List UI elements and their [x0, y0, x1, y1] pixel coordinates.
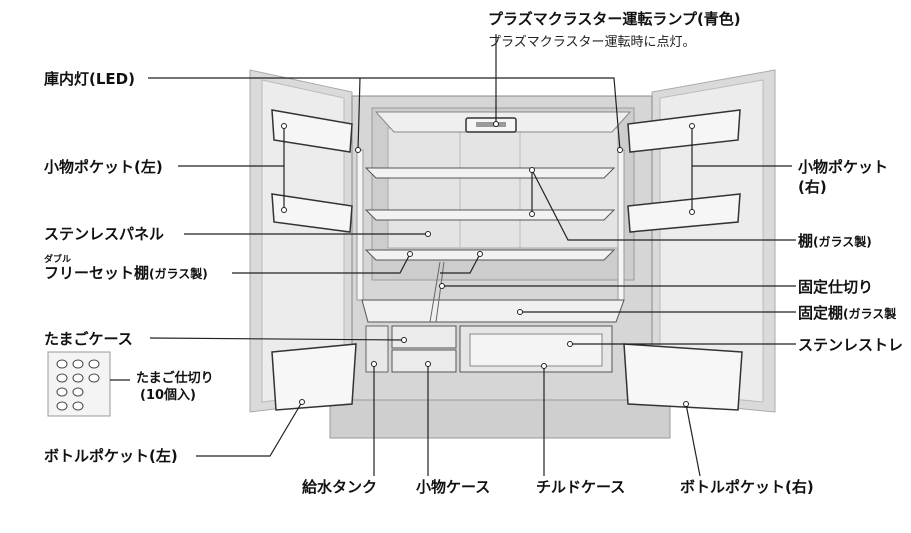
free-set-shelf-note: (ガラス製)	[149, 267, 208, 281]
left-door-pockets	[271, 109, 357, 411]
chilled-case-label: チルドケース	[536, 478, 626, 496]
left-door	[249, 69, 353, 413]
stainless-tray-label: ステンレストレ	[798, 336, 904, 354]
fixed-shelf-text: 固定棚	[798, 304, 844, 322]
free-set-shelf-label: フリーセット棚(ガラス製)	[44, 264, 208, 283]
leader-lines	[110, 34, 796, 477]
right-door-pockets	[623, 109, 743, 411]
leader-dots	[281, 121, 695, 407]
shelf-note: (ガラス製)	[813, 235, 872, 249]
shelf-text: 棚	[798, 232, 814, 250]
plasmacluster-lamp-label: プラズマクラスター運転ランプ(青色)	[488, 10, 741, 28]
fixed-shelf-shape	[361, 299, 625, 323]
egg-divider-label: たまご仕切り	[136, 371, 214, 386]
water-tank-shape	[365, 325, 389, 373]
egg-divider-count: (10個入)	[140, 388, 196, 403]
fixed-partition-label: 固定仕切り	[798, 278, 874, 296]
egg-case-label: たまごケース	[44, 330, 133, 348]
small-pocket-right-label: 小物ポケット	[798, 158, 889, 176]
right-door	[651, 69, 776, 413]
shelf-2-shape	[364, 209, 616, 221]
small-case-shape	[391, 325, 457, 349]
bottle-pocket-right-label: ボトルポケット(右)	[680, 478, 814, 496]
shelf-1-shape	[364, 167, 616, 179]
small-case-label: 小物ケース	[416, 478, 491, 496]
cabinet-body	[329, 95, 671, 439]
small-pocket-right-sub: (右)	[798, 178, 827, 196]
fixed-shelf-note: (ガラス製	[843, 307, 897, 321]
stainless-panel-label: ステンレスパネル	[44, 225, 165, 243]
egg-divider-inset	[47, 351, 111, 417]
stainless-panel-shape	[387, 127, 619, 249]
free-set-shelf-text: フリーセット棚	[44, 264, 150, 282]
small-pocket-left-label: 小物ポケット(左)	[44, 158, 163, 176]
shelf-label: 棚(ガラス製)	[798, 232, 872, 251]
free-set-shelf-ruby: ダブル	[44, 255, 72, 265]
free-set-shelf-shape	[364, 249, 616, 261]
interior-light-label: 庫内灯(LED)	[44, 70, 135, 88]
bottle-pocket-left-label: ボトルポケット(左)	[44, 447, 178, 465]
water-tank-label: 給水タンク	[302, 478, 378, 496]
fixed-shelf-label: 固定棚(ガラス製	[798, 304, 896, 323]
plasmacluster-lamp-note: プラズマクラスター運転時に点灯。	[488, 35, 696, 50]
